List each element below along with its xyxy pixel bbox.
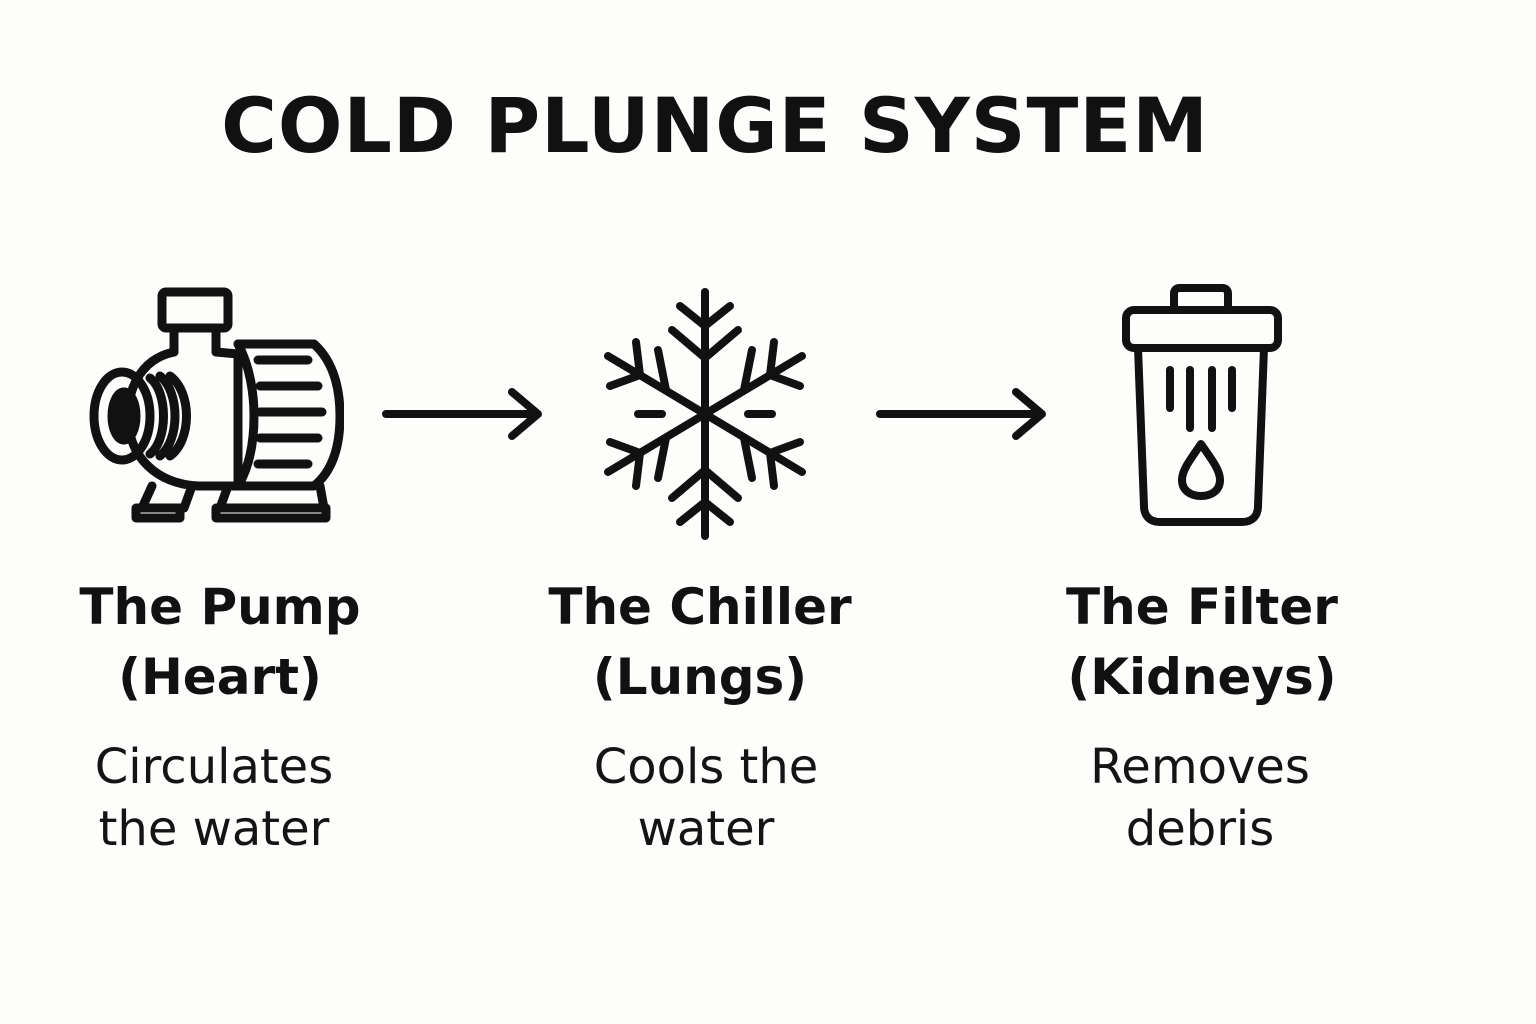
filter-label-name: The Filter (1066, 578, 1338, 636)
filter-description-line2: debris (1125, 801, 1275, 857)
diagram-title: COLD PLUNGE SYSTEM (221, 81, 1209, 170)
pump-description-line2: the water (98, 801, 330, 857)
filter-icon (1118, 284, 1284, 528)
chiller-description-line1: Cools the (593, 739, 819, 795)
filter-label: The Filter (Kidneys) (1022, 572, 1382, 712)
chiller-label-role: (Lungs) (592, 648, 808, 706)
filter-description: Removes debris (1020, 736, 1380, 860)
flow-arrow (874, 384, 1050, 448)
pump-label-name: The Pump (79, 578, 361, 636)
pump-label-role: (Heart) (118, 648, 322, 706)
filter-label-role: (Kidneys) (1067, 648, 1337, 706)
pump-description-line1: Circulates (94, 739, 334, 795)
chiller-label-name: The Chiller (548, 578, 852, 636)
pump-description: Circulates the water (34, 736, 394, 860)
snowflake-icon (600, 286, 810, 542)
pump-label: The Pump (Heart) (40, 572, 400, 712)
filter-description-line1: Removes (1090, 739, 1310, 795)
flow-arrow (380, 384, 546, 448)
chiller-description-line2: water (637, 801, 775, 857)
chiller-label: The Chiller (Lungs) (520, 572, 880, 712)
chiller-description: Cools the water (526, 736, 886, 860)
pump-icon (88, 286, 344, 526)
